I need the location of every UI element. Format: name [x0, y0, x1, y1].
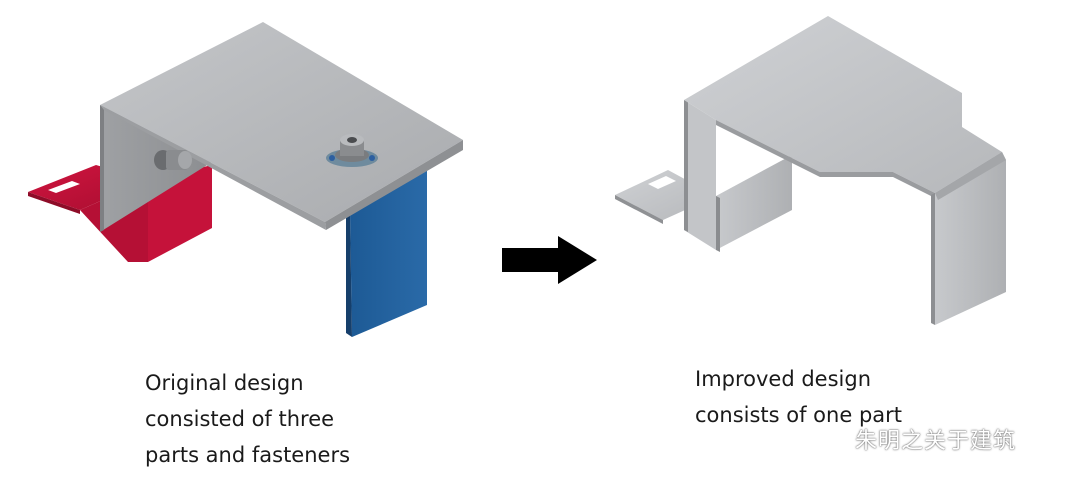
right-arrow-icon [502, 236, 597, 284]
fastener-bolt [154, 150, 192, 170]
blue-bracket [346, 170, 427, 337]
caption-line: consists of one part [695, 403, 903, 427]
caption-line: parts and fasteners [145, 443, 351, 467]
fastener-nut [326, 134, 378, 167]
original-assembly [28, 22, 463, 337]
improved-part [615, 16, 1006, 325]
watermark: 朱明之关于建筑 [815, 422, 1016, 456]
original-design-caption: Original design consisted of three parts… [145, 365, 350, 473]
watermark-text: 朱明之关于建筑 [855, 429, 1017, 454]
wechat-icon [816, 427, 845, 450]
top-bracket-side-wall [100, 105, 212, 232]
top-bracket-plate [100, 22, 463, 230]
caption-line: Improved design [695, 367, 872, 391]
improved-design-caption: Improved design consists of one part [695, 361, 902, 433]
caption-line: Original design [145, 371, 304, 395]
caption-line: consisted of three [145, 407, 335, 431]
